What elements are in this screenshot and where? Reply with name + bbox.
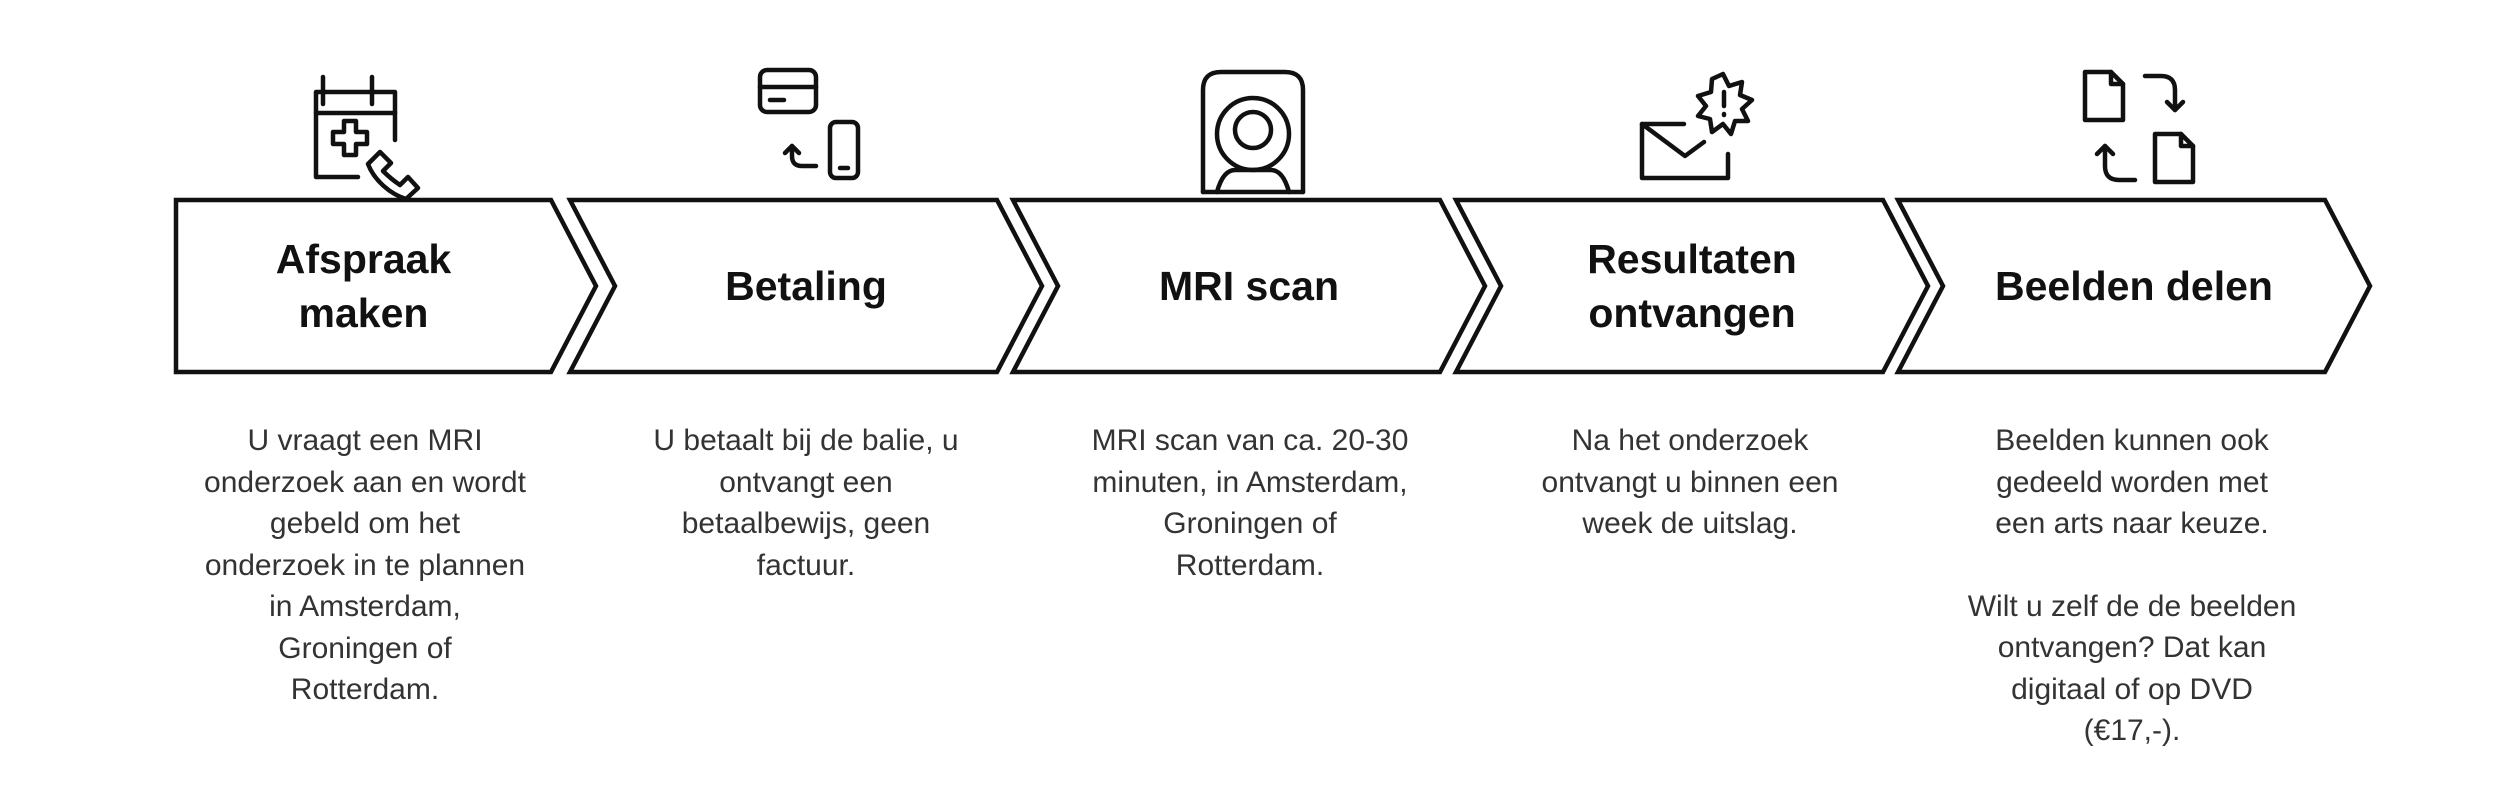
mri-scanner-icon (1183, 62, 1323, 195)
chevron-step-5: Beelden delen (1894, 197, 2373, 375)
step-title-line: Afspraak (275, 236, 452, 282)
step-description: U vraagt een MRI onderzoek aan en wordt … (200, 420, 530, 711)
step-title-line: ontvangen (1588, 290, 1796, 336)
step-description: U betaalt bij de balie, u ontvangt een b… (641, 420, 971, 586)
step-description: Beelden kunnen ook gedeeld worden met ee… (1967, 420, 2297, 752)
step-title-line: Betaling (725, 263, 887, 309)
step-description-text: Na het onderzoek ontvangt u binnen een w… (1541, 424, 1839, 540)
step-title-line: Beelden delen (1995, 263, 2273, 309)
step-title-line: maken (298, 290, 429, 336)
chevron-step-1: Afspraak maken (173, 197, 599, 375)
chevron-step-3: MRI scan (1009, 197, 1488, 375)
calendar-medical-phone-icon (296, 62, 436, 202)
chevron-step-2: Betaling (566, 197, 1045, 375)
step-description-text: U betaalt bij de balie, u ontvangt een b… (653, 424, 959, 582)
step-description-text: MRI scan van ca. 20-30 minuten, in Amste… (1091, 424, 1409, 582)
step-description-text: Wilt u zelf de de beelden ontvangen? Dat… (1967, 589, 2297, 748)
card-to-phone-payment-icon (740, 62, 880, 192)
envelope-alert-icon (1628, 62, 1768, 192)
step-title: MRI scan (1058, 200, 1440, 372)
step-description-text: U vraagt een MRI onderzoek aan en wordt … (204, 424, 526, 706)
step-title-line: Resultaten (1587, 236, 1797, 282)
step-title-line: MRI scan (1159, 263, 1339, 309)
step-title: Afspraak maken (176, 200, 551, 372)
step-description-text: Beelden kunnen ook gedeeld worden met ee… (1995, 424, 2269, 540)
document-swap-icon (2071, 62, 2211, 192)
step-title: Resultaten ontvangen (1501, 200, 1883, 372)
step-description: Na het onderzoek ontvangt u binnen een w… (1525, 420, 1855, 545)
step-description: MRI scan van ca. 20-30 minuten, in Amste… (1085, 420, 1415, 586)
step-title: Beelden delen (1943, 200, 2325, 372)
step-title: Betaling (615, 200, 997, 372)
chevron-step-4: Resultaten ontvangen (1452, 197, 1931, 375)
